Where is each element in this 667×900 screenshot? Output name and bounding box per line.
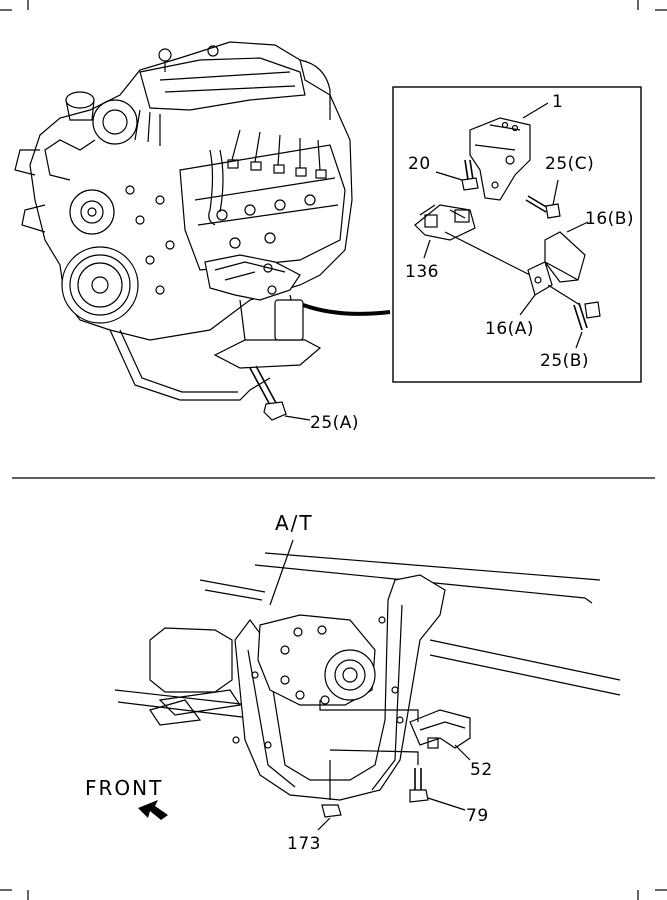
front-arrow-icon	[138, 800, 168, 820]
label-part-52: 52	[470, 760, 493, 780]
bolt-25b-icon	[573, 301, 601, 331]
part-1-bracket-icon	[469, 117, 531, 201]
bolt-25c-icon	[525, 195, 561, 219]
label-part-16b: 16(B)	[585, 209, 634, 229]
label-25a: 25(A)	[310, 413, 359, 433]
part-16a-pad-icon	[527, 261, 553, 296]
label-part-25c: 25(C)	[545, 154, 594, 174]
bolt-20-icon	[461, 159, 479, 191]
label-part-25b: 25(B)	[540, 351, 589, 371]
label-part-79: 79	[466, 806, 489, 826]
bolt-79-icon	[409, 768, 429, 803]
bolt-25a-icon	[249, 365, 287, 421]
mount-52-icon	[409, 709, 471, 749]
nut-173-icon	[321, 760, 342, 818]
label-at: A/T	[275, 511, 314, 535]
label-part-1: 1	[552, 92, 563, 112]
label-front: FRONT	[85, 776, 163, 800]
frame-illustration	[114, 539, 621, 831]
engine-illustration	[14, 41, 391, 421]
label-part-173: 173	[287, 834, 321, 854]
part-136-bracket-icon	[414, 204, 476, 241]
label-part-136: 136	[405, 262, 439, 282]
label-part-16a: 16(A)	[485, 319, 534, 339]
detail-callout-box	[392, 86, 642, 383]
label-part-20: 20	[408, 154, 431, 174]
